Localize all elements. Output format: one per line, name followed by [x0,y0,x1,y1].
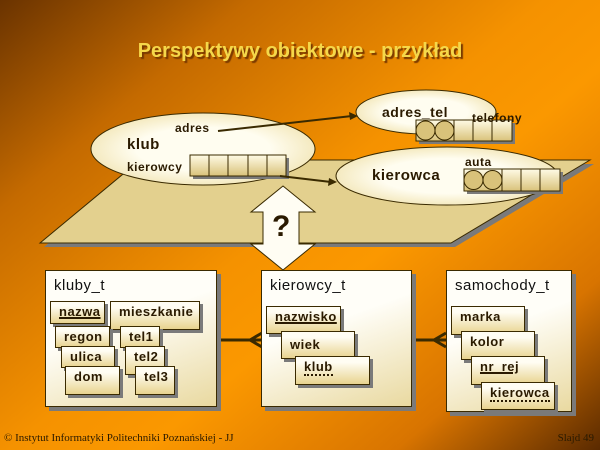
field-kierowca: kierowca [481,382,555,410]
field-nazwa: nazwa [50,301,105,324]
field-label: klub [304,359,333,376]
type-title: kierowcy_t [270,277,346,294]
field-dom: dom [65,366,120,395]
slide-number: Slajd 49 [557,432,594,444]
footer-copyright: © Instytut Informatyki Politechniki Pozn… [4,432,234,444]
field-ulica: ulica [61,346,115,368]
field-label: nr_rej [480,359,520,374]
field-regon: regon [55,326,110,348]
kierowcy-array [189,154,289,179]
kierowca-label: kierowca [372,167,441,184]
field-label: nazwa [59,304,101,319]
field-nr_rej: nr_rej [471,356,545,385]
field-mieszkanie: mieszkanie [110,301,200,330]
field-nazwisko: nazwisko [266,306,341,334]
question-mark: ? [272,210,291,243]
field-wiek: wiek [281,331,355,359]
field-klub: klub [295,356,370,385]
type-title: samochody_t [455,277,550,294]
auta-label: auta [465,155,492,169]
klub-label: klub [127,136,160,153]
field-label: kierowca [490,385,550,402]
klub-adres-label: adres [175,121,210,135]
klub-kierowcy-label: kierowcy [127,160,183,174]
field-marka: marka [451,306,525,335]
connector-kierowcy-samochody [410,331,447,349]
field-kolor: kolor [461,331,535,360]
field-tel1: tel1 [120,326,160,348]
kierowcy-reference-arrow [279,175,332,183]
adres-tel-label: adres_tel [382,104,448,120]
field-tel3: tel3 [135,366,175,395]
adres-reference-arrow [217,115,353,132]
slide-title: Perspektywy obiektowe - przykład [137,40,463,62]
connector-kluby-kierowcy [210,331,263,349]
type-title: kluby_t [54,277,106,294]
telefony-array [415,119,515,144]
telefony-label: telefony [472,111,523,125]
auta-array [463,168,563,194]
field-label: nazwisko [275,309,337,324]
